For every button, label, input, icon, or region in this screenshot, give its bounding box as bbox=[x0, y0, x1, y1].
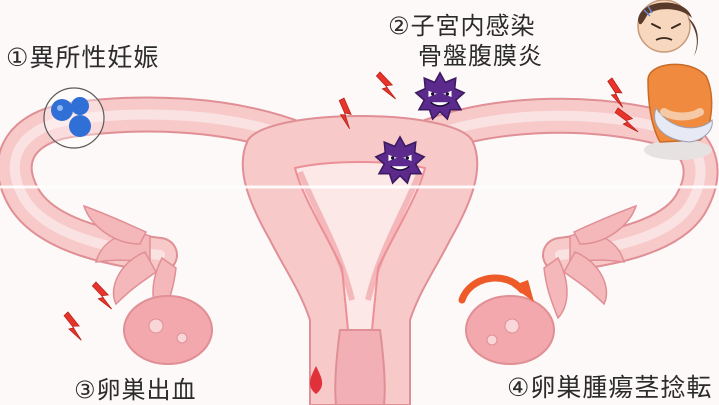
label-ovarian-hemorrhage: ③卵巣出血 bbox=[74, 370, 197, 405]
cervix bbox=[335, 330, 385, 405]
egg-icon bbox=[44, 88, 104, 148]
label-ectopic-pregnancy: ①異所性妊娠 bbox=[6, 38, 159, 74]
left-ovary bbox=[124, 296, 212, 364]
label-pelvic-peritonitis: 骨盤腹膜炎 bbox=[418, 36, 543, 71]
right-ovary bbox=[466, 296, 554, 364]
label-ovarian-torsion: ④卵巣腫瘍茎捻転 bbox=[507, 368, 712, 404]
